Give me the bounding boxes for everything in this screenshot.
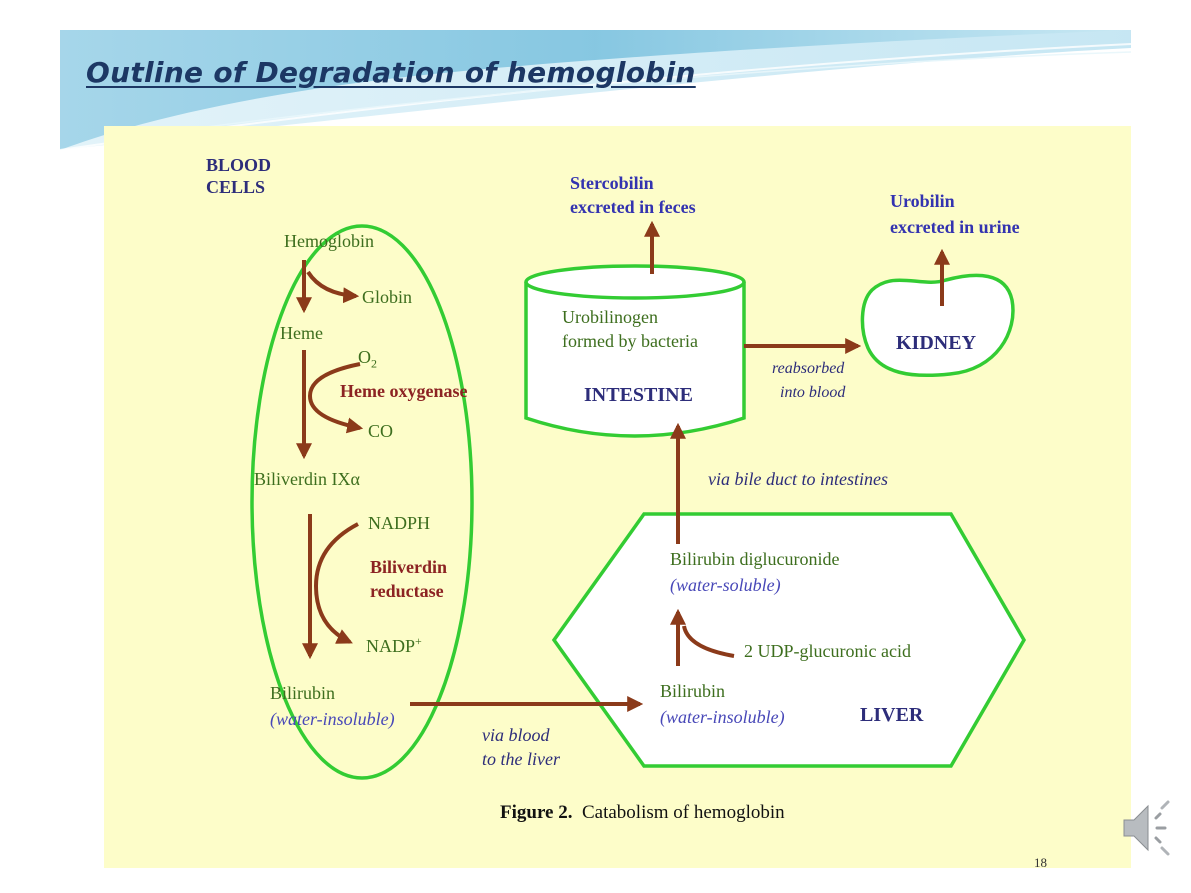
urobilin-label-1: Urobilin — [890, 191, 955, 211]
biliverdin-reductase-label-1: Biliverdin — [370, 557, 448, 577]
via-blood-label-1: via blood — [482, 725, 550, 745]
urobilinogen-label-2: formed by bacteria — [562, 331, 698, 351]
intestine-label: INTESTINE — [584, 384, 693, 406]
figure-caption-text: Catabolism of hemoglobin — [581, 802, 785, 823]
reabsorbed-label-2: into blood — [780, 384, 846, 401]
kidney-label: KIDNEY — [896, 332, 977, 354]
stercobilin-label-1: Stercobilin — [570, 173, 654, 193]
o2-label: O2 — [358, 347, 377, 371]
heme-label: Heme — [280, 323, 323, 343]
speaker-icon[interactable] — [1120, 796, 1176, 860]
biliverdin-reductase-label-2: reductase — [370, 581, 444, 601]
diglucuronide-label: Bilirubin diglucuronide — [670, 549, 840, 569]
blood-bilirubin-solubility: (water-insoluble) — [270, 709, 395, 729]
nadp-label: NADP+ — [366, 634, 422, 656]
globin-label: Globin — [362, 287, 413, 307]
heme-oxygenase-label: Heme oxygenase — [340, 381, 468, 401]
figure-panel: BLOOD CELLS INTESTINE KIDNEY LIVER Hemog… — [104, 126, 1131, 868]
intestine-outline — [524, 282, 746, 438]
diagram-shapes — [250, 220, 1027, 780]
reabsorbed-label-1: reabsorbed — [772, 360, 845, 377]
figure-caption-label: Figure 2. — [500, 802, 573, 823]
co-label: CO — [368, 421, 394, 441]
liver-outline — [551, 512, 1027, 768]
udp-glucuronic-acid-label: 2 UDP-glucuronic acid — [744, 641, 911, 661]
via-bile-duct-label: via bile duct to intestines — [708, 469, 888, 489]
stercobilin-label-2: excreted in feces — [570, 197, 696, 217]
biliverdin-label: Biliverdin IXα — [254, 469, 360, 489]
hemoglobin-label: Hemoglobin — [284, 231, 374, 251]
intestine-top — [524, 264, 746, 300]
kidney-outline — [860, 273, 1015, 378]
liver-label: LIVER — [860, 704, 924, 726]
liver-bilirubin-label: Bilirubin — [660, 681, 726, 701]
page-number: 18 — [1034, 855, 1047, 870]
urobilinogen-label-1: Urobilinogen — [562, 307, 658, 327]
urobilin-label-2: excreted in urine — [890, 217, 1020, 237]
via-blood-label-2: to the liver — [482, 749, 560, 769]
nadph-label: NADPH — [368, 513, 431, 533]
diglucuronide-solubility: (water-soluble) — [670, 575, 781, 595]
figure-caption: Figure 2. Catabolism of hemoglobin — [500, 802, 785, 824]
blood-bilirubin-label: Bilirubin — [270, 683, 336, 703]
liver-bilirubin-solubility: (water-insoluble) — [660, 707, 785, 727]
slide-title: Outline of Degradation of hemoglobin — [86, 56, 696, 89]
blood-cells-outline — [250, 224, 474, 780]
blood-cells-label: BLOOD CELLS — [206, 155, 272, 197]
